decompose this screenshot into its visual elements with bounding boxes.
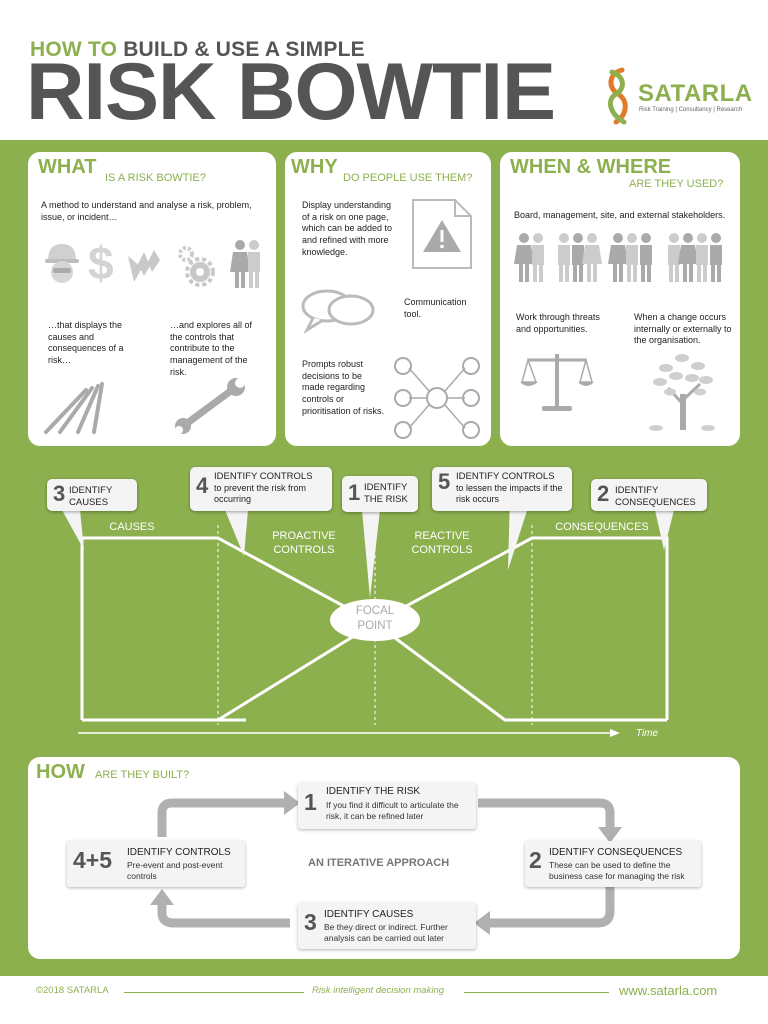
warning-document-icon bbox=[412, 199, 472, 269]
callout-identify-consequences: 2 IDENTIFY CONSEQUENCES bbox=[591, 479, 707, 511]
step-number: 2 bbox=[529, 847, 542, 873]
iterative-approach-label: AN ITERATIVE APPROACH bbox=[308, 857, 450, 869]
when-heading: WHEN & WHERE bbox=[510, 156, 672, 178]
callout-identify-controls-prevent: 4 IDENTIFY CONTROLS to prevent the risk … bbox=[190, 467, 332, 511]
callout-text: IDENTIFY THE RISK bbox=[364, 482, 408, 505]
callout-number: 2 bbox=[597, 481, 610, 506]
callout-text: to lessen the impacts if the risk occurs bbox=[456, 483, 563, 505]
footer-url[interactable]: www.satarla.com bbox=[619, 983, 718, 998]
step-text: These can be used to define the business… bbox=[549, 860, 685, 882]
people-icon bbox=[230, 240, 260, 288]
how-subheading: ARE THEY BUILT? bbox=[95, 769, 190, 781]
step-identify-risk: 1 IDENTIFY THE RISK If you find it diffi… bbox=[298, 783, 476, 829]
when-stakeholders-text: Board, management, site, and external st… bbox=[514, 210, 726, 220]
logo-name: SATARLA bbox=[638, 80, 753, 107]
callout-text: IDENTIFY CONSEQUENCES bbox=[615, 485, 696, 508]
callout-number: 4 bbox=[196, 473, 209, 498]
consequences-label: CONSEQUENCES bbox=[555, 521, 649, 533]
what-heading: WHAT bbox=[38, 156, 97, 178]
what-right-text: …and explores all of the controls that c… bbox=[170, 320, 253, 377]
step-identify-causes: 3 IDENTIFY CAUSES Be they direct or indi… bbox=[298, 903, 476, 949]
footer-copyright: ©2018 SATARLA bbox=[36, 985, 109, 996]
causes-label: CAUSES bbox=[109, 521, 155, 533]
step-text: Be they direct or indirect. Further anal… bbox=[324, 922, 448, 944]
stakeholder-groups-icon bbox=[514, 233, 722, 282]
callout-number: 5 bbox=[438, 469, 451, 494]
callout-number: 1 bbox=[348, 480, 361, 505]
step-identify-consequences: 2 IDENTIFY CONSEQUENCES These can be use… bbox=[525, 841, 701, 887]
why-subheading: DO PEOPLE USE THEM? bbox=[343, 172, 473, 184]
step-text: Pre-event and post-event controls bbox=[127, 860, 223, 882]
focal-point-label: FOCAL POINT bbox=[355, 605, 395, 632]
worker-helmet-icon bbox=[45, 244, 79, 283]
footer-divider bbox=[464, 992, 609, 993]
speech-bubbles-icon bbox=[301, 289, 375, 334]
decision-network-icon bbox=[394, 357, 480, 439]
gear-icon bbox=[178, 246, 215, 287]
wrench-icon bbox=[175, 378, 245, 434]
iterative-cycle-arrows bbox=[150, 791, 622, 935]
step-number: 3 bbox=[304, 909, 317, 935]
footer-slogan: Risk intelligent decision making bbox=[312, 985, 445, 996]
when-subheading: ARE THEY USED? bbox=[629, 178, 724, 190]
when-card: WHEN & WHERE ARE THEY USED? Board, manag… bbox=[500, 152, 740, 446]
what-card: WHAT IS A RISK BOWTIE? A method to under… bbox=[28, 152, 276, 446]
callout-identify-risk: 1 IDENTIFY THE RISK bbox=[342, 476, 418, 512]
tree-icon bbox=[649, 354, 715, 431]
callout-number: 3 bbox=[53, 481, 66, 506]
broken-glass-icon bbox=[128, 250, 160, 282]
logo-tagline: Risk Training | Consultancy | Research bbox=[639, 107, 743, 113]
callout-text: to prevent the risk from occurring bbox=[214, 483, 307, 505]
how-heading: HOW bbox=[36, 761, 85, 783]
step-identify-controls: 4+5 IDENTIFY CONTROLS Pre-event and post… bbox=[67, 841, 245, 887]
callout-heading: IDENTIFY CONTROLS bbox=[214, 471, 313, 482]
what-left-text: …that displays the causes and consequenc… bbox=[48, 320, 124, 366]
satarla-logo-icon bbox=[607, 67, 628, 125]
callout-identify-controls-lessen: 5 IDENTIFY CONTROLS to lessen the impact… bbox=[432, 467, 572, 511]
why-display-text: Display understanding of a risk on one p… bbox=[302, 200, 393, 257]
why-heading: WHY bbox=[291, 156, 338, 178]
step-number: 4+5 bbox=[73, 847, 113, 873]
subtitle: HOW TO BUILD & USE A SIMPLE bbox=[30, 38, 365, 61]
why-card: WHY DO PEOPLE USE THEM? Display understa… bbox=[285, 152, 491, 446]
when-threats-text: Work through threats and opportunities. bbox=[516, 312, 600, 334]
footer-divider bbox=[124, 992, 304, 993]
step-text: If you find it difficult to articulate t… bbox=[326, 800, 459, 822]
scales-icon bbox=[520, 354, 594, 411]
step-heading: IDENTIFY CONSEQUENCES bbox=[549, 847, 683, 858]
why-prompts-text: Prompts robust decisions to be made rega… bbox=[302, 359, 385, 416]
dollar-icon: $ bbox=[88, 237, 114, 289]
how-card: HOW ARE THEY BUILT? AN ITERATIVE APPROAC… bbox=[28, 757, 740, 959]
step-heading: IDENTIFY CONTROLS bbox=[127, 847, 231, 858]
callout-identify-causes: 3 IDENTIFY CAUSES bbox=[47, 479, 137, 511]
callout-heading: IDENTIFY CONTROLS bbox=[456, 471, 555, 482]
step-heading: IDENTIFY THE RISK bbox=[326, 786, 421, 797]
when-change-text: When a change occurs internally or exter… bbox=[634, 312, 732, 346]
page-title: RISK BOWTIE bbox=[26, 47, 556, 137]
time-label: Time bbox=[635, 728, 659, 739]
callout-text: IDENTIFY CAUSES bbox=[69, 485, 113, 508]
reactive-controls-label: REACTIVE CONTROLS bbox=[411, 530, 473, 557]
what-intro: A method to understand and analyse a ris… bbox=[41, 200, 252, 222]
bowtie-diagram bbox=[62, 495, 674, 737]
what-subheading: IS A RISK BOWTIE? bbox=[105, 172, 206, 184]
proactive-controls-label: PROACTIVE CONTROLS bbox=[272, 530, 336, 557]
step-heading: IDENTIFY CAUSES bbox=[324, 909, 414, 920]
step-number: 1 bbox=[304, 789, 317, 815]
why-communication-text: Communication tool. bbox=[404, 297, 467, 319]
sticks-icon bbox=[44, 382, 104, 434]
